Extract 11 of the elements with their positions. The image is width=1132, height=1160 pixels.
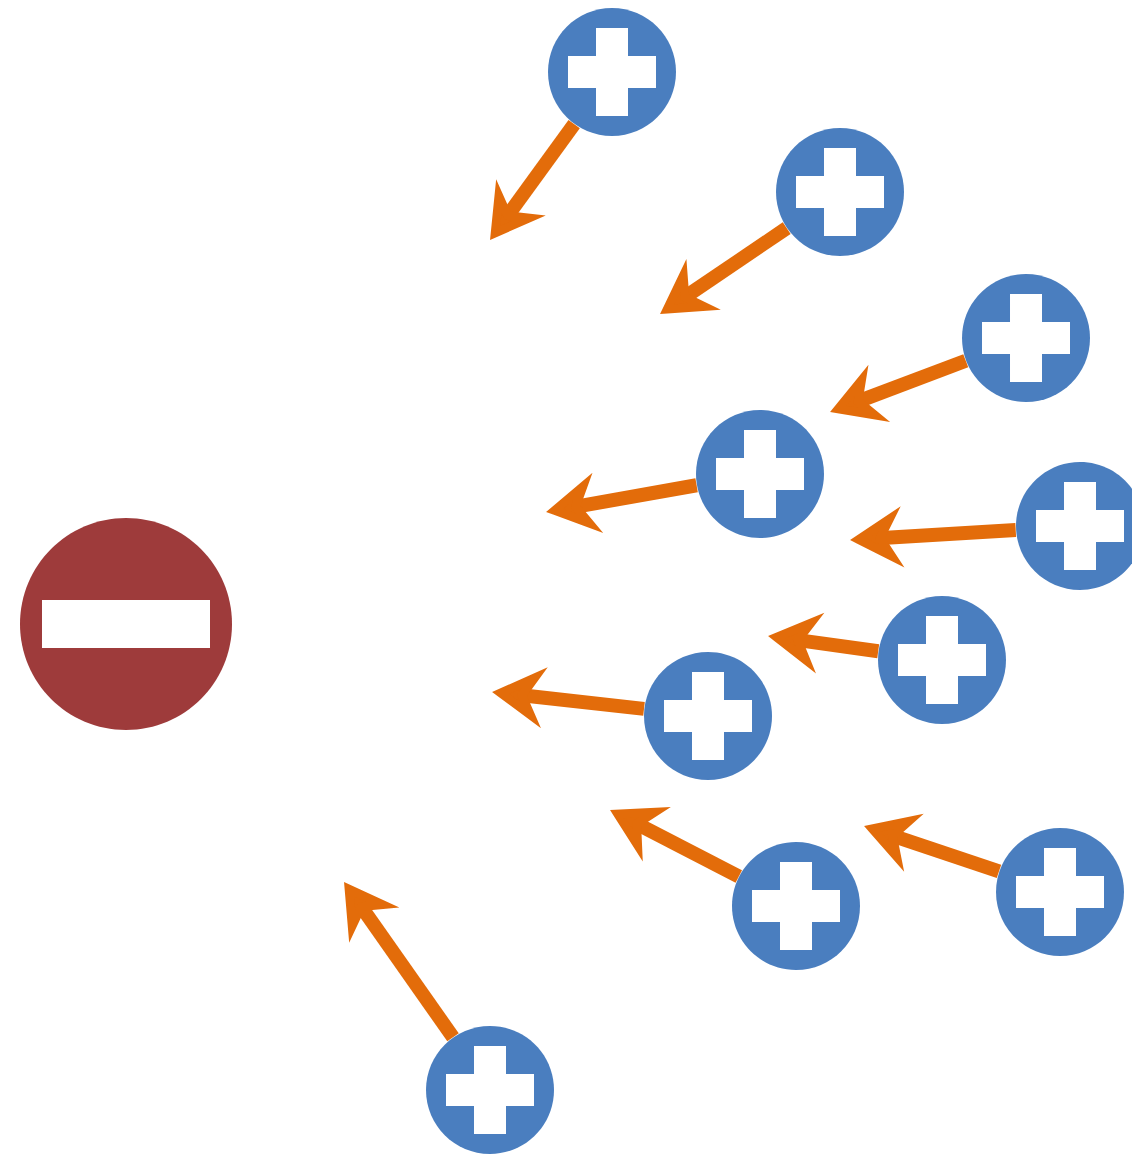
positive-charge — [962, 274, 1090, 402]
positive-charge — [1016, 462, 1132, 590]
positive-charge — [878, 596, 1006, 724]
positive-charge — [776, 128, 904, 256]
positive-charge — [548, 8, 676, 136]
positive-charge — [696, 410, 824, 538]
positive-charge — [644, 652, 772, 780]
positive-charge — [996, 828, 1124, 956]
negative-charge — [20, 518, 232, 730]
positive-charge — [426, 1026, 554, 1154]
positive-charge — [732, 842, 860, 970]
